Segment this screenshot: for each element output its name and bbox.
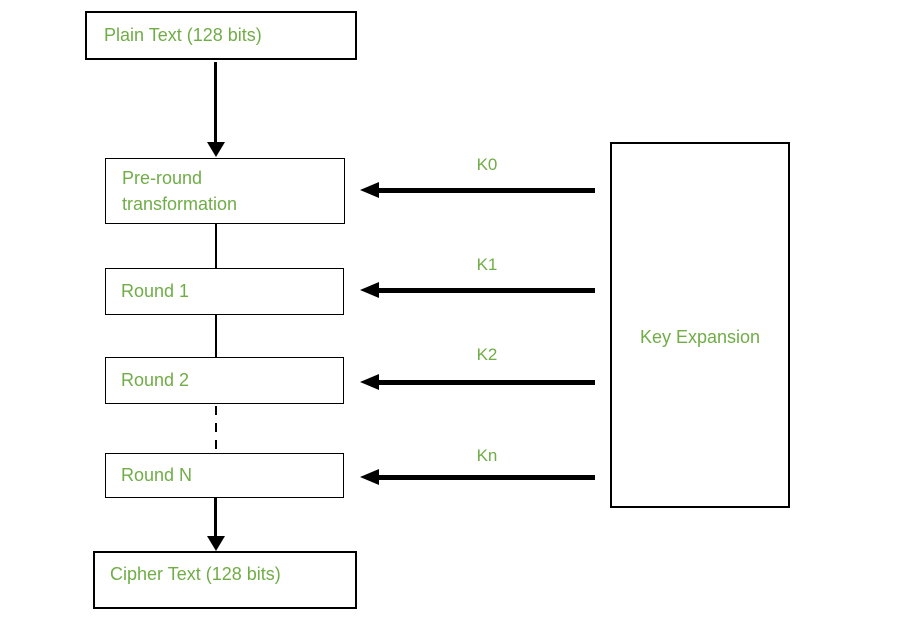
arrow-down-icon — [207, 142, 225, 157]
key-label-k0: K0 — [476, 155, 498, 174]
edge-k2-arrow-line — [376, 380, 595, 385]
node-round-2-label: Round 2 — [121, 370, 190, 391]
node-pre-round-transformation-label: Pre-round transformation — [122, 167, 238, 214]
arrow-left-icon — [360, 282, 379, 298]
node-pre-round-transformation: Pre-round transformation — [105, 158, 345, 224]
arrow-left-icon — [360, 469, 379, 485]
node-plain-text: Plain Text (128 bits) — [85, 11, 357, 60]
arrow-left-icon — [360, 374, 379, 390]
node-round-1: Round 1 — [105, 268, 344, 315]
node-round-n-label: Round N — [121, 465, 193, 486]
key-label-kn: Kn — [476, 446, 498, 465]
edge-roundn-to-ciphertext-line — [214, 498, 217, 537]
edge-round1-to-round2-line — [215, 315, 217, 357]
node-key-expansion: Key Expansion — [610, 142, 790, 508]
node-round-1-label: Round 1 — [121, 281, 190, 302]
node-key-expansion-label: Key Expansion — [639, 326, 761, 347]
edge-k1-arrow-line — [376, 288, 595, 293]
edge-kn-arrow-line — [376, 475, 595, 480]
node-cipher-text-label: Cipher Text (128 bits) — [110, 563, 281, 584]
key-label-k2: K2 — [476, 345, 498, 364]
key-label-k1: K1 — [476, 255, 498, 274]
node-plain-text-label: Plain Text (128 bits) — [104, 25, 262, 46]
arrow-left-icon — [360, 182, 379, 198]
edge-k0-arrow-line — [376, 188, 595, 193]
edge-plaintext-to-preround-line — [214, 62, 217, 143]
arrow-down-icon — [207, 536, 225, 551]
node-cipher-text: Cipher Text (128 bits) — [93, 551, 357, 609]
edge-round2-to-roundn-dashed-line — [215, 406, 217, 453]
node-round-n: Round N — [105, 453, 344, 498]
edge-preround-to-round1-line — [215, 224, 217, 268]
node-round-2: Round 2 — [105, 357, 344, 404]
